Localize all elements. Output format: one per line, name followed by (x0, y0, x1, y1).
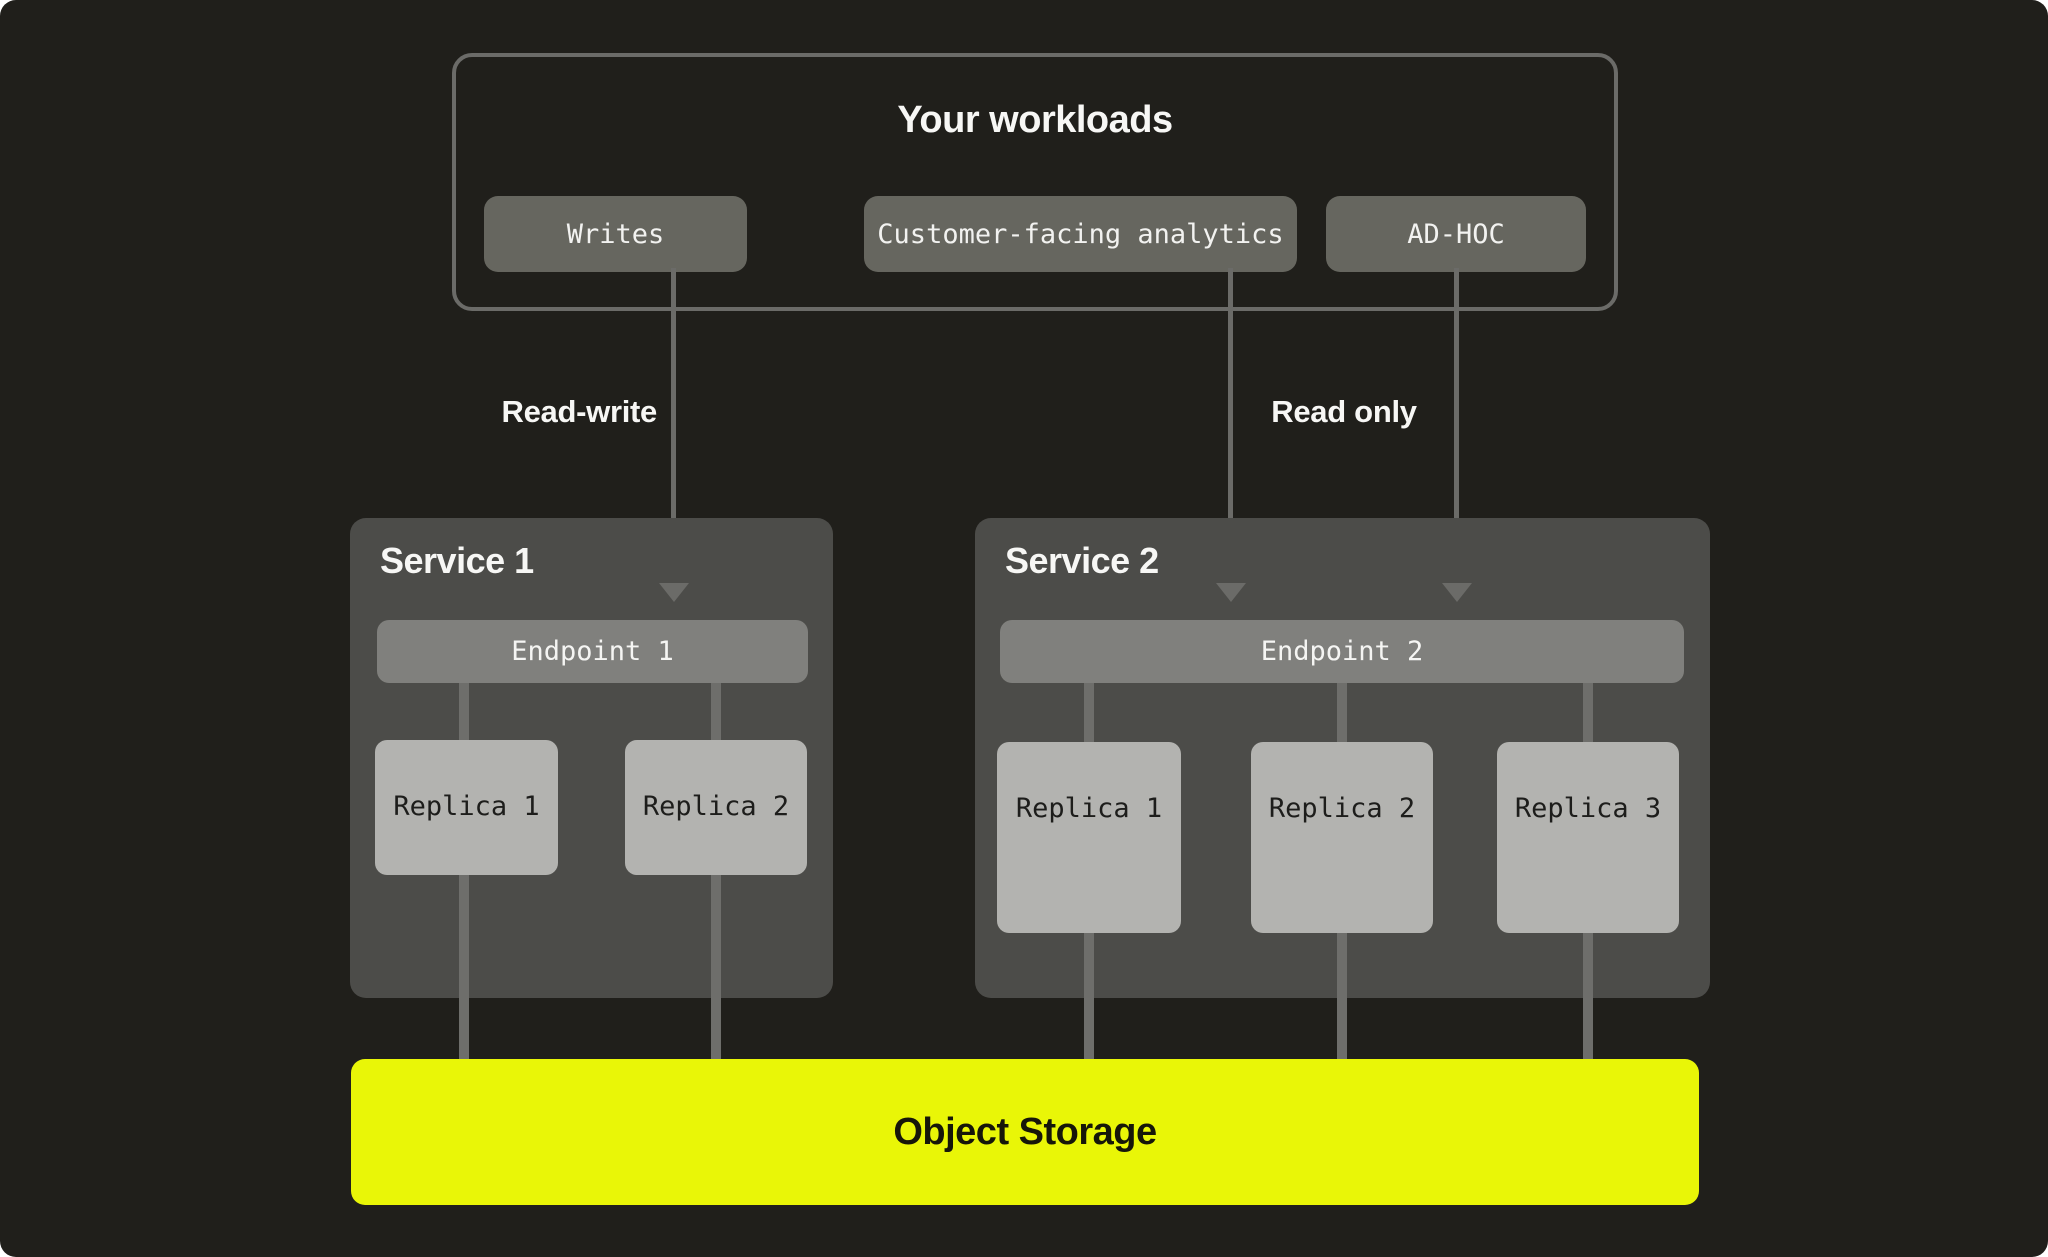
service-2-endpoint: Endpoint 2 (1000, 620, 1684, 683)
service-2-replica-1: Replica 1 (997, 742, 1181, 933)
service-2-replica-3: Replica 3 (1497, 742, 1679, 933)
writes-to-endpoint1-line (671, 268, 676, 585)
workload-chip-ad-hoc: AD-HOC (1326, 196, 1586, 272)
workloads-title: Your workloads (897, 99, 1173, 141)
arrow-down-icon (1442, 583, 1472, 602)
workload-chip-customer-facing-analytics: Customer-facing analytics (864, 196, 1297, 272)
service-1-title: Service 1 (380, 540, 534, 581)
read-only-label: Read only (1271, 394, 1417, 429)
service-2-title: Service 2 (1005, 540, 1159, 581)
service-2-replica-2: Replica 2 (1251, 742, 1433, 933)
workload-chip-writes: Writes (484, 196, 747, 272)
arrow-down-icon (659, 583, 689, 602)
service-1-replica-2: Replica 2 (625, 740, 807, 875)
read-write-label: Read-write (501, 394, 658, 429)
adhoc-to-endpoint2-line (1454, 268, 1459, 585)
analytics-to-endpoint2-line (1228, 268, 1233, 585)
service-1-endpoint: Endpoint 1 (377, 620, 808, 683)
service-1-replica-1: Replica 1 (375, 740, 558, 875)
workloads-group-box: Your workloads Writes Customer-facing an… (452, 53, 1618, 311)
arrow-down-icon (1216, 583, 1246, 602)
object-storage-label: Object Storage (893, 1110, 1157, 1153)
object-storage-bar: Object Storage (351, 1059, 1699, 1205)
service-1-box: Service 1 Endpoint 1 (350, 518, 833, 998)
